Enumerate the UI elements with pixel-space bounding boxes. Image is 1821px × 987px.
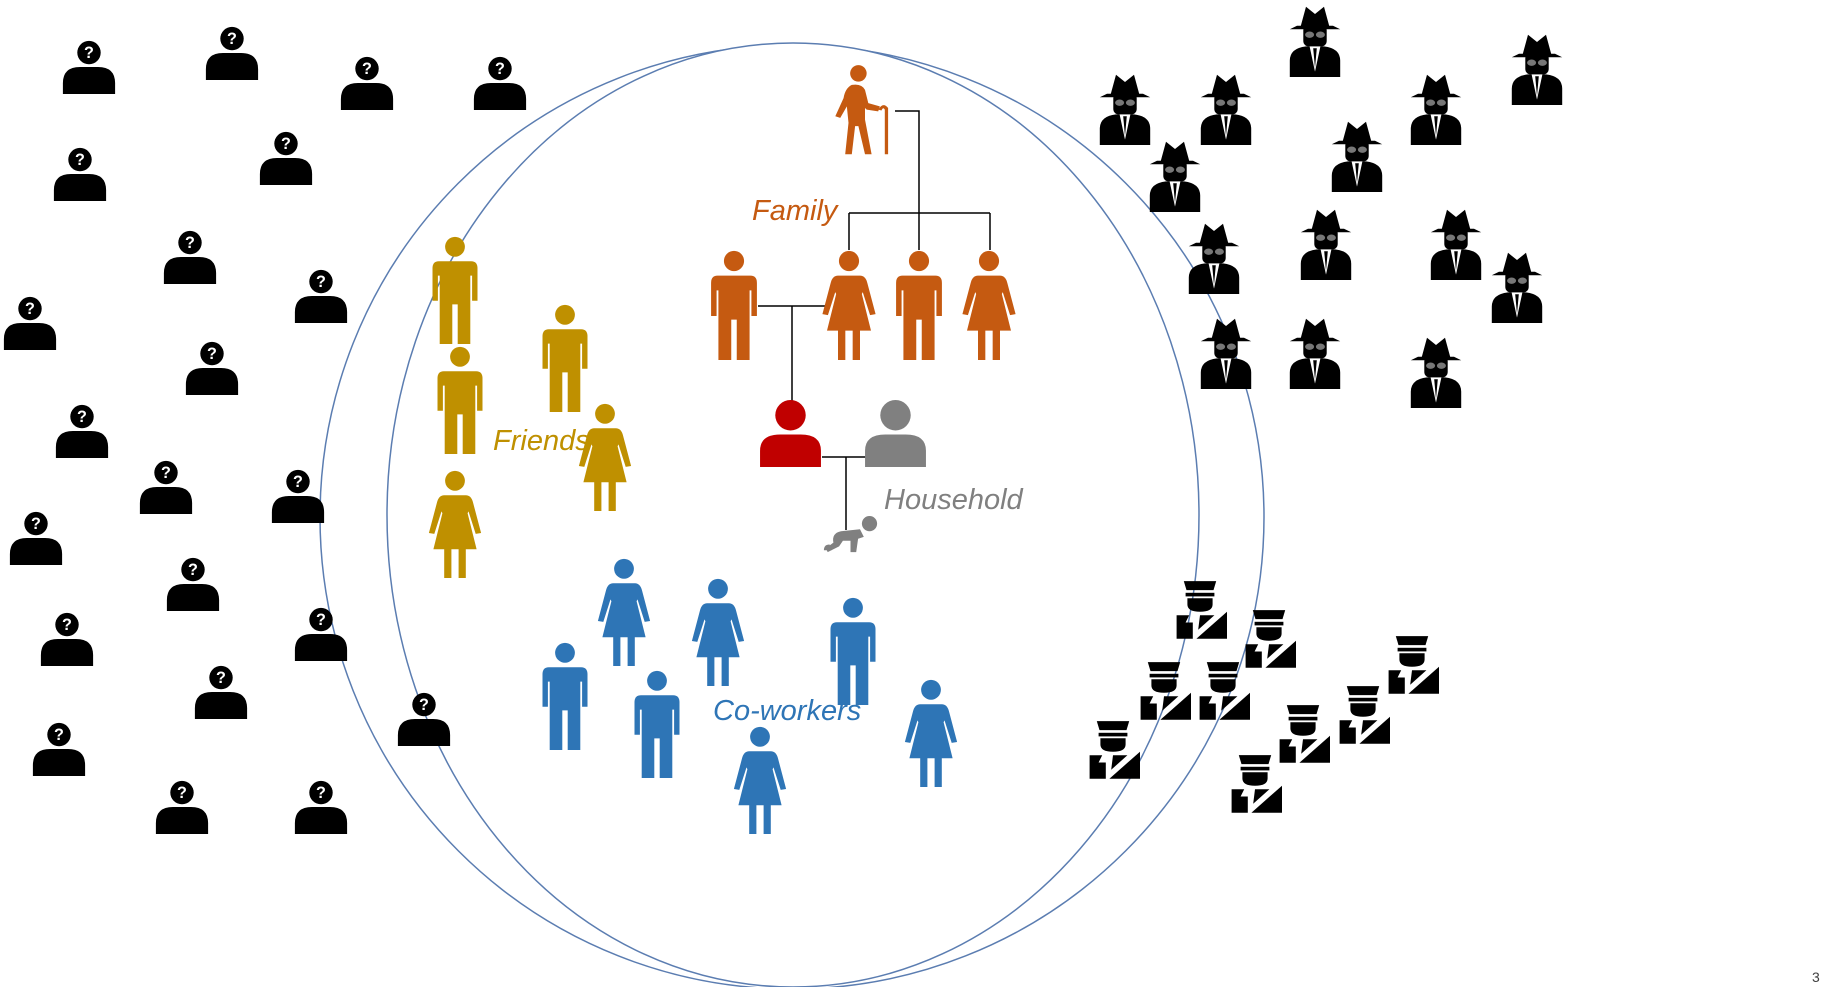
spy-icon — [1300, 209, 1352, 280]
unknown-person-icon — [259, 131, 313, 185]
inner-circle-outline — [386, 42, 1200, 987]
spy-icon — [1331, 121, 1383, 192]
friends-label: Friends — [493, 425, 590, 457]
spy-icon — [1200, 74, 1252, 145]
unknown-person-icon — [294, 607, 348, 661]
page-number: 3 — [1812, 969, 1820, 985]
unknown-person-icon — [166, 557, 220, 611]
unknown-person-icon — [32, 722, 86, 776]
unknown-person-icon — [194, 665, 248, 719]
unknown-person-icon — [294, 269, 348, 323]
spy-icon — [1511, 34, 1563, 105]
spy-icon — [1491, 252, 1543, 323]
police-officer-icon — [1339, 686, 1390, 744]
police-officer-icon — [1231, 755, 1282, 813]
unknown-person-icon — [205, 26, 259, 80]
unknown-person-icon — [163, 230, 217, 284]
coworkers-label: Co-workers — [713, 695, 861, 727]
police-officer-icon — [1388, 636, 1439, 694]
family-label: Family — [752, 195, 839, 227]
unknown-person-icon — [40, 612, 94, 666]
unknown-person-icon — [271, 469, 325, 523]
spy-icon — [1099, 74, 1151, 145]
spy-icon — [1289, 318, 1341, 389]
spy-icon — [1430, 209, 1482, 280]
unknown-person-icon — [139, 460, 193, 514]
spy-icon — [1289, 6, 1341, 77]
police-officer-icon — [1279, 705, 1330, 763]
police-officer-icon — [1199, 662, 1250, 720]
unknown-person-icon — [55, 404, 109, 458]
unknown-person-icon — [9, 511, 63, 565]
spy-icon — [1188, 223, 1240, 294]
unknown-person-icon — [3, 296, 57, 350]
family-tree-lines — [758, 110, 991, 530]
unknown-person-icon — [185, 341, 239, 395]
unknown-person-icon — [155, 780, 209, 834]
unknown-person-icon — [62, 40, 116, 94]
unknown-person-icon — [53, 147, 107, 201]
household-label: Household — [884, 484, 1024, 516]
spy-icon — [1149, 141, 1201, 212]
unknown-person-icon — [473, 56, 527, 110]
unknown-person-icon — [340, 56, 394, 110]
spy-icon — [1410, 74, 1462, 145]
unknown-person-icon — [294, 780, 348, 834]
spy-icon — [1410, 337, 1462, 408]
spy-icon — [1200, 318, 1252, 389]
